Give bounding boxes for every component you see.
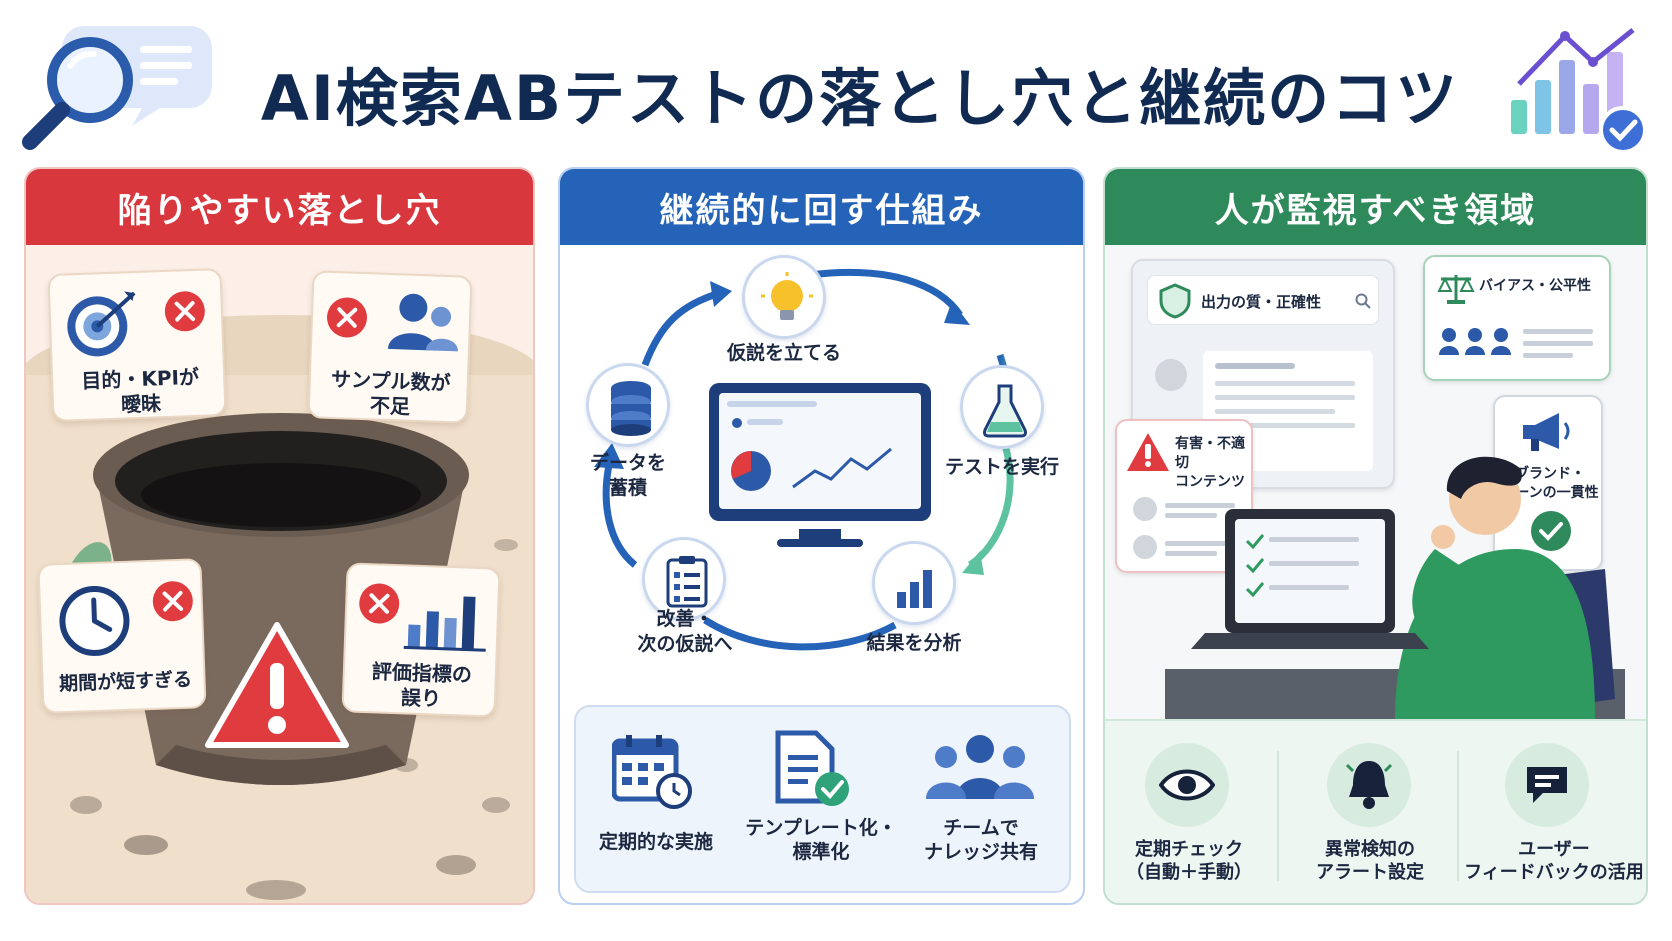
flask-icon [983,384,1027,438]
monitor-panel: 人が監視すべき領域 出力の質・正確性 バイアス・公 [1103,167,1648,905]
cycle-step-label: テストを実行 [944,456,1059,478]
pitfall-card-kpi: 目的・KPIが 曖昧 [47,268,227,422]
brand-label: トーンの一貫性 [1501,484,1599,501]
team-icon [926,735,1034,799]
eye-icon [1159,769,1215,801]
megaphone-icon [1523,413,1570,451]
check-icon [1531,511,1571,551]
cycle-tools-box: 定期的な実施 テンプレート化・ 標準化 チームで ナレッジ共有 [574,705,1071,893]
cycle-step-label: 改善・ [656,608,714,630]
bell-icon [1345,761,1393,809]
quality-label: 出力の質・正確性 [1201,293,1322,311]
bar-chart-icon [403,596,486,652]
eye-circle [1145,743,1229,827]
chat-bubble-icon [1527,767,1567,803]
test-node [960,365,1044,449]
bell-circle [1327,743,1411,827]
bias-card: バイアス・公平性 [1423,255,1611,381]
cycle-step-label: 結果を分析 [866,632,962,654]
monitor-action-label: フィードバックの活用 [1464,861,1644,883]
target-icon [67,291,136,357]
cycle-step-label: データを [589,452,666,474]
harmful-label: 有害・不適切 [1175,436,1245,471]
users-icon [387,293,458,352]
warning-icon [1127,433,1169,471]
x-mark-icon [164,291,205,332]
chat-circle [1505,743,1589,827]
pitfall-card-sample: サンプル数が 不足 [307,270,473,424]
people-row [1439,328,1593,358]
x-mark-icon [327,297,368,338]
title-row: AI検索ABテストの落とし穴と継続のコツ [0,0,1672,165]
checklist-icon [666,556,708,608]
hypothesis-node [742,255,826,339]
brand-label: ブランド・ [1515,466,1585,482]
monitor-dashboard-icon [709,383,931,547]
monitor-action-label: 異常検知の [1325,839,1415,860]
analyze-node [872,541,956,625]
cycle-panel: 継続的に回す仕組み [558,167,1085,905]
x-mark-icon [359,583,400,624]
pitfalls-header: 陥りやすい落とし穴 [26,169,533,245]
cycle-tool-label: テンプレート化・ [745,817,897,839]
cycle-header: 継続的に回す仕組み [560,169,1083,245]
data-node [586,363,670,447]
database-icon [611,381,651,436]
pitfalls-panel: 陥りやすい落とし穴 [24,167,535,905]
search-chat-icon [22,26,212,150]
growth-chart-icon [1511,28,1647,154]
harmful-label: コンテンツ [1175,473,1245,490]
monitor-actions-box: 定期チェック （自動＋手動） 異常検知の アラート設定 ユーザー フィード [1105,719,1646,903]
cycle-tool-label: 定期的な実施 [598,831,713,853]
person-laptop-illustration [1165,456,1625,719]
pitfall-label: 曖昧 [120,391,162,417]
pitfall-card-period: 期間が短すぎる [37,558,207,714]
lightbulb-icon [761,272,813,320]
pitfall-label: 期間が短すぎる [58,668,193,696]
improve-node [642,537,726,621]
bar-chart-icon [897,570,932,608]
cycle-tool-label: チームで [943,817,1019,839]
monitor-action-label: アラート設定 [1316,861,1424,883]
monitor-header: 人が監視すべき領域 [1105,169,1646,245]
warning-icon [205,622,349,748]
cycle-step-label: 蓄積 [608,476,647,499]
monitor-action-label: （自動＋手動） [1126,861,1252,883]
bias-label: バイアス・公平性 [1479,278,1591,294]
template-doc-icon [775,730,849,806]
calendar-icon [612,735,692,809]
shield-icon [1159,283,1191,319]
search-icon [1355,293,1371,309]
cycle-step-label: 次の仮説へ [637,632,733,655]
monitor-action-label: 定期チェック [1135,839,1243,860]
pitfall-label: 誤り [400,685,442,711]
comment-list [1133,497,1235,559]
clock-icon [59,585,130,656]
scale-icon [1437,275,1475,304]
page-title: AI検索ABテストの落とし穴と継続のコツ [260,62,1460,135]
x-mark-icon [152,581,193,622]
monitor-action-label: ユーザー [1518,839,1590,860]
cycle-tool-label: 標準化 [792,840,850,863]
cycle-step-label: 仮説を立てる [726,342,841,364]
pitfall-card-metric: 評価指標の 誤り [341,562,501,718]
cycle-tool-label: ナレッジ共有 [923,840,1038,863]
